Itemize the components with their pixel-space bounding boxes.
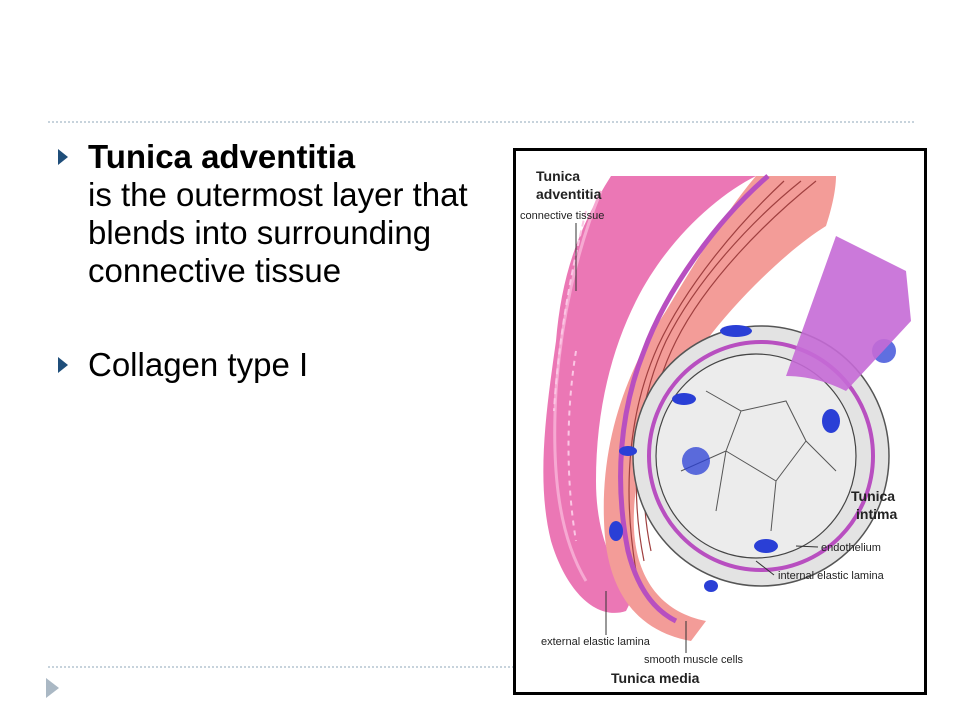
leader-line xyxy=(755,560,775,576)
bullet-item-adventitia: Tunica adventitia is the outermost layer… xyxy=(58,138,478,290)
label-tunica-adventitia-2: adventitia xyxy=(536,186,602,202)
label-tunica-media: Tunica media xyxy=(611,670,700,686)
top-divider xyxy=(48,121,914,123)
label-endothelium: endothelium xyxy=(821,542,881,554)
blood-vessel-diagram: Tunica adventitia connective tissue Tuni… xyxy=(520,168,911,686)
label-connective-tissue: connective tissue xyxy=(520,210,604,222)
slide-nav-arrow-icon[interactable] xyxy=(46,678,59,698)
adventitia-layer xyxy=(543,176,756,613)
bullet-description: is the outermost layer that blends into … xyxy=(88,176,468,289)
label-tunica-adventitia-1: Tunica xyxy=(536,168,580,184)
bullet-list: Tunica adventitia is the outermost layer… xyxy=(58,138,478,384)
bullet-description: Collagen type I xyxy=(88,346,309,383)
intima-layer xyxy=(632,325,896,587)
leader-line xyxy=(795,545,819,548)
internal-elastic-lamina-face xyxy=(786,236,911,391)
bullet-item-collagen: Collagen type I xyxy=(58,346,478,384)
bullet-term: Tunica adventitia xyxy=(88,138,356,175)
bottom-divider xyxy=(48,666,914,668)
external-elastic-lamina xyxy=(618,174,770,624)
smooth-muscle-nuclei xyxy=(609,325,840,592)
label-tunica-intima-2: intima xyxy=(856,506,897,522)
label-internal-elastic-lamina: internal elastic lamina xyxy=(778,570,885,582)
label-smooth-muscle-cells: smooth muscle cells xyxy=(644,654,744,666)
label-external-elastic-lamina: external elastic lamina xyxy=(541,636,651,648)
blood-vessel-figure: Tunica adventitia connective tissue Tuni… xyxy=(513,148,927,695)
bullet-arrow-icon xyxy=(58,149,68,165)
label-tunica-intima-1: Tunica xyxy=(851,488,895,504)
bullet-arrow-icon xyxy=(58,357,68,373)
